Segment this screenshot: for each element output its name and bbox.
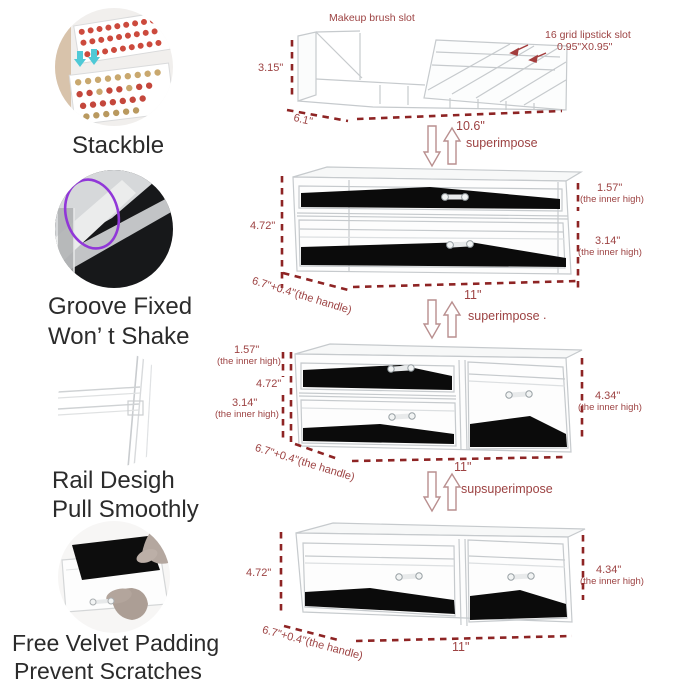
feature-caption-velvet-line2: Prevent Scratches: [14, 658, 202, 679]
up-arrow-icon: [442, 300, 462, 338]
drawer-handle-icon: [89, 597, 115, 606]
connector-label-2: superimpose: [468, 309, 540, 323]
up-arrow-icon: [442, 126, 462, 165]
drawer-box-2-illustration: [292, 166, 584, 275]
down-arrow-icon: [422, 299, 442, 340]
callout-lipstick-grid: 16 grid lipstick slot: [545, 29, 631, 41]
dim-box2-bottom-inner: 3.14": [595, 235, 621, 247]
superimpose-arrows-icon-2: [422, 299, 462, 340]
dim-box3-left-top: 1.57": [234, 344, 260, 356]
dim-box3-height: 4.72": [256, 378, 282, 390]
groove-highlight-ring: [63, 178, 121, 250]
up-arrow-icon: [442, 472, 462, 511]
connector-label-2-period: .: [543, 308, 547, 322]
velvet-photo: [58, 521, 170, 633]
connector-label-1: superimpose: [466, 136, 538, 150]
lipstick-grid-pointer-arrows-icon: [509, 44, 547, 63]
dim-box3-left-top-note: (the inner high): [217, 356, 281, 367]
down-arrow-icon: [422, 125, 442, 168]
stackable-photo: [55, 8, 173, 126]
box4-handles-icon: [395, 572, 535, 581]
callout-lipstick-size: 0.95"X0.95": [557, 41, 613, 53]
dim-box3-right-note: (the inner high): [578, 402, 642, 413]
feature-caption-groove-line1: Groove Fixed: [48, 293, 193, 320]
dim-tray-height: 3.15": [258, 62, 284, 74]
dim-box3-left-bottom-note: (the inner high): [215, 409, 279, 420]
dim-box2-height: 4.72": [250, 220, 276, 232]
tray-illustration: [297, 30, 568, 111]
dim-box3-right: 4.34": [595, 390, 621, 402]
box2-handles-icon: [441, 193, 474, 249]
feature-caption-rail-line1: Rail Desigh: [52, 467, 175, 494]
dim-box4-right: 4.34": [596, 564, 622, 576]
down-arrow-icon: [422, 471, 442, 513]
groove-photo: [55, 170, 173, 288]
connector-label-3: supsuperimpose: [461, 482, 553, 496]
feature-caption-groove-line2: Won’ t Shake: [48, 323, 190, 350]
superimpose-arrows-icon-1: [422, 125, 462, 168]
dim-box3-width: 11": [454, 460, 472, 474]
dim-box4-height: 4.72": [246, 567, 272, 579]
dim-box2-top-inner: 1.57": [597, 182, 623, 194]
drawer-box-4-illustration: [295, 522, 586, 627]
dim-tray-width: 10.6": [456, 119, 485, 133]
feature-caption-stackable: Stackble: [72, 132, 165, 159]
stack-down-arrows-icon: [74, 49, 100, 67]
superimpose-arrows-icon-3: [422, 471, 462, 513]
callout-makeup-brush-slot: Makeup brush slot: [329, 12, 415, 24]
dim-box2-top-inner-note: (the inner high): [580, 194, 644, 205]
feature-caption-velvet-line1: Free Velvet Padding: [12, 630, 220, 656]
dim-box3-left-bottom: 3.14": [232, 397, 258, 409]
feature-caption-rail-line2: Pull Smoothly: [52, 496, 199, 523]
dim-box2-width: 11": [464, 288, 482, 302]
dimension-dashed-lines: [279, 40, 585, 643]
box3-handles-icon: [387, 364, 533, 421]
dim-box2-bottom-inner-note: (the inner high): [578, 247, 642, 258]
dim-box4-width: 11": [452, 640, 470, 654]
dim-box4-right-note: (the inner high): [580, 576, 644, 587]
drawer-box-3-illustration: [294, 343, 583, 453]
rail-photo: [56, 351, 172, 467]
